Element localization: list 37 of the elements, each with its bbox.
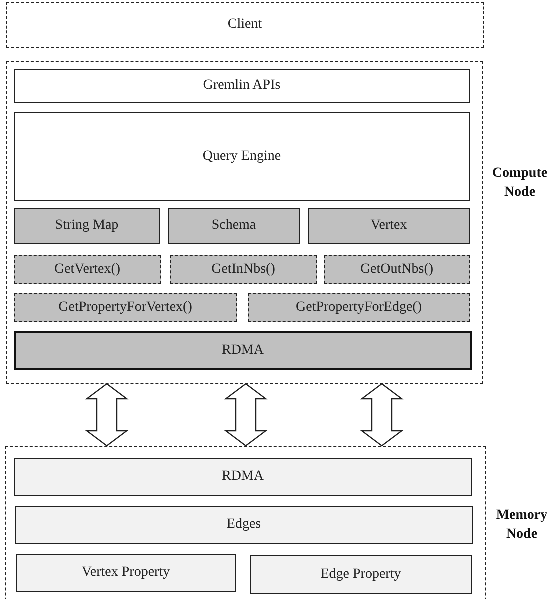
double-block-arrow: [224, 383, 268, 447]
box-label: Edge Property: [320, 566, 402, 582]
box-label: Client: [228, 17, 262, 33]
layer-box: [14, 458, 472, 496]
box-label: Edges: [226, 517, 262, 533]
double-block-arrow: [360, 383, 404, 447]
function-box: [14, 255, 161, 284]
box-label: GetPropertyForEdge(): [296, 300, 422, 316]
layer-box: [14, 69, 470, 103]
box-label: RDMA: [222, 469, 264, 485]
box-label: Query Engine: [202, 148, 282, 164]
box-label: Vertex: [370, 218, 408, 234]
module-box: [14, 208, 160, 244]
function-box: [170, 255, 317, 284]
layer-box: [15, 506, 473, 544]
module-box: [308, 208, 470, 244]
node-heading: Memory Node: [495, 507, 549, 544]
layer-frame: [6, 2, 484, 48]
layer-box: [250, 555, 472, 594]
double-block-arrow: [85, 383, 129, 447]
box-label: GetInNbs(): [212, 262, 276, 278]
function-box: [14, 293, 237, 322]
box-label: GetOutNbs(): [360, 262, 434, 278]
box-label: Gremlin APIs: [203, 78, 281, 94]
function-box: [324, 255, 470, 284]
layer-box: [14, 331, 472, 370]
box-label: Vertex Property: [82, 565, 170, 581]
box-label: String Map: [55, 218, 119, 234]
box-label: RDMA: [222, 342, 264, 358]
module-box: [168, 208, 300, 244]
box-label: GetPropertyForVertex(): [58, 300, 192, 316]
box-label: Schema: [212, 218, 256, 234]
function-box: [248, 293, 470, 322]
layer-box: [14, 112, 470, 201]
box-label: GetVertex(): [54, 262, 121, 278]
node-heading: Compute Node: [491, 165, 549, 202]
layer-box: [16, 554, 236, 592]
